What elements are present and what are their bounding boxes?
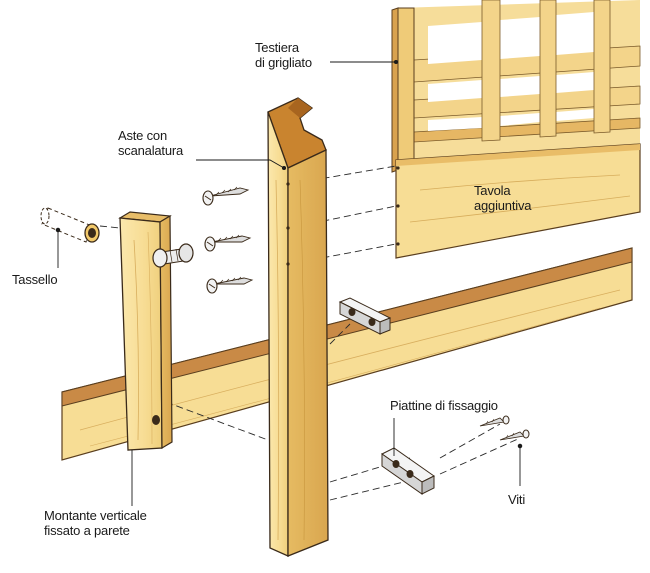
label-piattine: Piattine di fissaggio — [390, 398, 498, 413]
trellis-panel — [391, 0, 641, 259]
wall-post — [118, 211, 173, 451]
label-tavola-line2: aggiuntiva — [474, 198, 532, 213]
label-aste-line1: Aste con — [118, 128, 167, 143]
mounting-plate-icon — [381, 447, 435, 495]
label-testiera: Testiera di grigliato — [255, 40, 312, 70]
grooved-post — [267, 97, 329, 558]
leader-lines — [55, 59, 523, 506]
label-montante: Montante verticale fissato a parete — [44, 508, 147, 538]
screw-icon — [206, 276, 254, 294]
label-aste-line2: scanalatura — [118, 143, 184, 158]
mounting-plate-icon — [338, 297, 392, 335]
screw-icon — [479, 415, 510, 427]
label-tassello: Tassello — [12, 272, 58, 287]
label-montante-line2: fissato a parete — [44, 523, 130, 538]
label-testiera-line1: Testiera — [255, 40, 299, 55]
label-aste: Aste con scanalatura — [118, 128, 183, 158]
label-tavola-line1: Tavola — [474, 183, 511, 198]
label-viti: Viti — [508, 492, 526, 507]
screw-icon — [499, 429, 530, 441]
label-montante-line1: Montante verticale — [44, 508, 147, 523]
screw-icon — [202, 186, 250, 206]
screw-icon — [204, 234, 252, 252]
label-tavola: Tavola aggiuntiva — [474, 183, 531, 213]
bolt-icon — [152, 243, 194, 268]
dowel-icon — [40, 207, 100, 243]
label-testiera-line2: di grigliato — [255, 55, 312, 70]
